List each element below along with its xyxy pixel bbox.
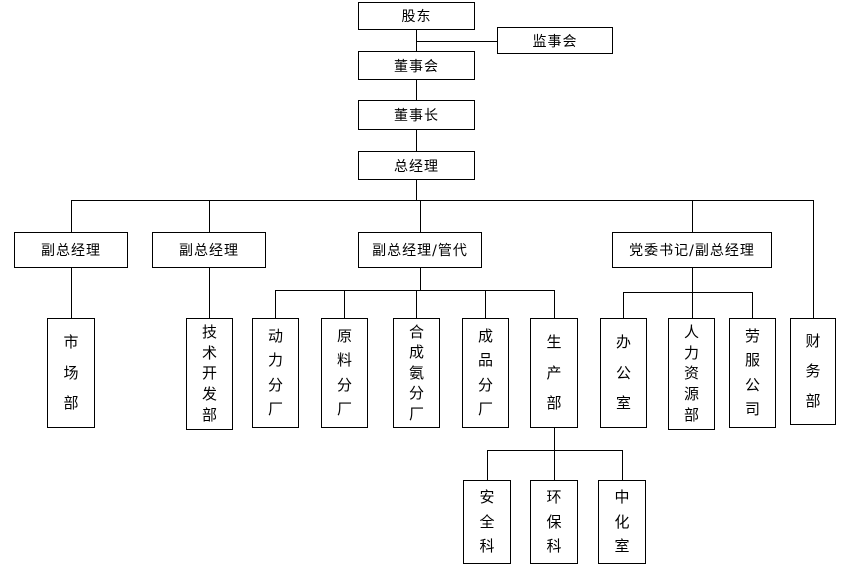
node-finance-dept: 财务部 [790, 318, 836, 425]
node-office: 办公室 [600, 318, 647, 428]
drop-party-secretary [692, 200, 693, 232]
drop-finished-goods-branch [485, 290, 486, 318]
node-board-of-directors: 董事会 [358, 51, 475, 80]
node-hr-dept: 人力资源部 [668, 318, 715, 430]
node-labor-service-company: 劳服公司 [729, 318, 776, 428]
connector-board-chairman [416, 80, 417, 100]
drop-office [623, 292, 624, 318]
node-production-dept: 生产部 [530, 318, 578, 428]
drop-hr-dept [692, 292, 693, 318]
connector-mgmtrep-subrail [420, 268, 421, 290]
node-deputy-gm-2: 副总经理 [152, 232, 266, 268]
connector-shareholders-board [416, 30, 417, 51]
drop-env-protection-section [554, 450, 555, 480]
drop-power-branch [275, 290, 276, 318]
connector-chairman-gm [416, 130, 417, 151]
drop-central-chem-lab [622, 450, 623, 480]
node-deputy-gm-1: 副总经理 [14, 232, 128, 268]
connector-gm-rail [416, 180, 417, 200]
drop-ammonia-branch [416, 290, 417, 318]
rail-mgmtrep-children [275, 290, 555, 291]
drop-deputy-gm-1 [71, 200, 72, 232]
node-ammonia-branch: 合成氨分厂 [393, 318, 440, 428]
node-deputy-gm-mgmt-rep: 副总经理/管代 [358, 232, 482, 268]
node-shareholders: 股东 [358, 2, 475, 30]
drop-deputy-gm-mgmt-rep [420, 200, 421, 232]
node-power-branch: 动力分厂 [252, 318, 299, 428]
drop-safety-section [487, 450, 488, 480]
rail-party-children [623, 292, 752, 293]
drop-labor-service-company [752, 292, 753, 318]
node-tech-dev-dept: 技术开发部 [186, 318, 233, 430]
node-marketing-dept: 市场部 [47, 318, 95, 428]
connector-dgm1-marketing [71, 268, 72, 318]
connector-shareholders-supervisory [416, 41, 497, 42]
node-env-protection-section: 环保科 [530, 480, 578, 564]
node-central-chem-lab: 中化室 [598, 480, 646, 564]
connector-production-subrail [554, 428, 555, 450]
node-safety-section: 安全科 [463, 480, 511, 564]
node-raw-material-branch: 原料分厂 [321, 318, 368, 428]
node-chairman: 董事长 [358, 100, 475, 130]
node-general-manager: 总经理 [358, 151, 475, 180]
connector-dgm2-techdev [209, 268, 210, 318]
rail-gm-children [71, 200, 814, 201]
node-supervisory-board: 监事会 [497, 27, 613, 54]
node-party-secretary-deputy-gm: 党委书记/副总经理 [612, 232, 772, 268]
drop-production-dept [554, 290, 555, 318]
drop-raw-material-branch [344, 290, 345, 318]
drop-finance-dept [813, 200, 814, 318]
connector-party-subrail [692, 268, 693, 292]
drop-deputy-gm-2 [209, 200, 210, 232]
node-finished-goods-branch: 成品分厂 [462, 318, 509, 428]
